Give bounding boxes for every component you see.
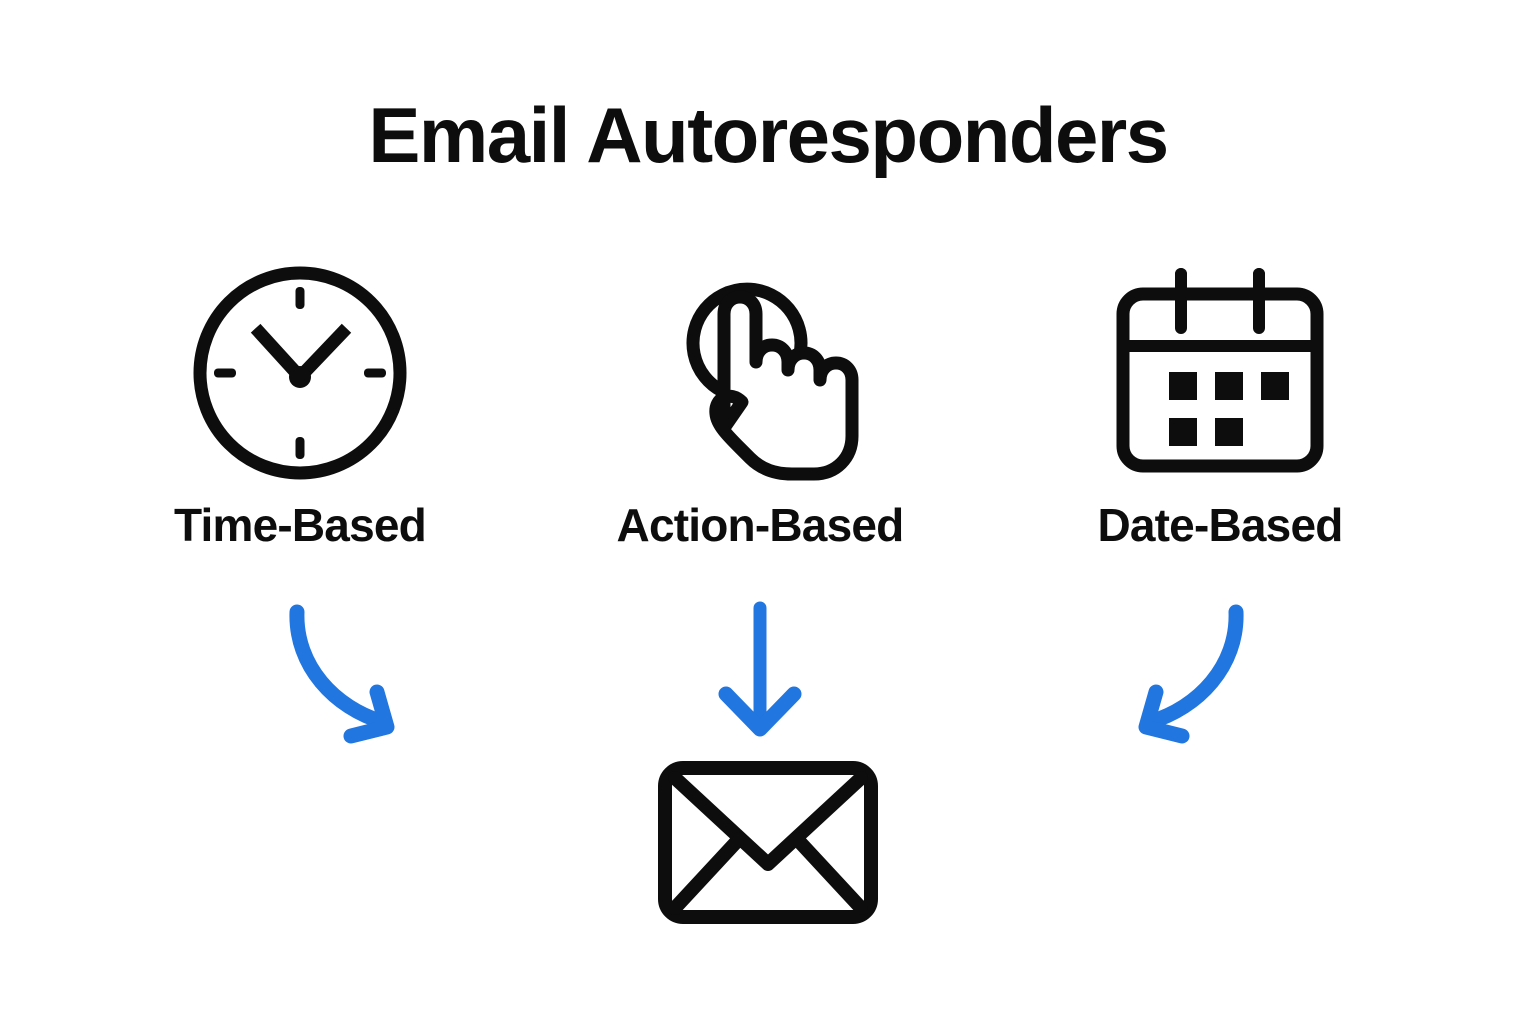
category-label: Action-Based [616, 499, 905, 551]
arrow-group [0, 596, 1536, 761]
category-label: Time-Based [174, 499, 427, 551]
category-date-based[interactable]: Date-Based [1000, 255, 1440, 595]
category-label: Date-Based [1097, 499, 1343, 551]
page-title: Email Autoresponders [368, 91, 1169, 179]
click-hand-icon [540, 255, 980, 490]
envelope-icon [658, 761, 878, 924]
category-time-based[interactable]: Time-Based [80, 255, 520, 595]
category-action-based[interactable]: Action-Based [540, 255, 980, 595]
clock-icon [80, 255, 520, 490]
category-row: Time-Based Action-Based [0, 255, 1536, 595]
straight-arrow-down-icon [700, 596, 820, 756]
calendar-icon [1000, 255, 1440, 490]
curved-arrow-left-down-icon [1098, 596, 1268, 756]
envelope-result[interactable] [0, 760, 1536, 935]
curved-arrow-right-down-icon [265, 596, 435, 756]
